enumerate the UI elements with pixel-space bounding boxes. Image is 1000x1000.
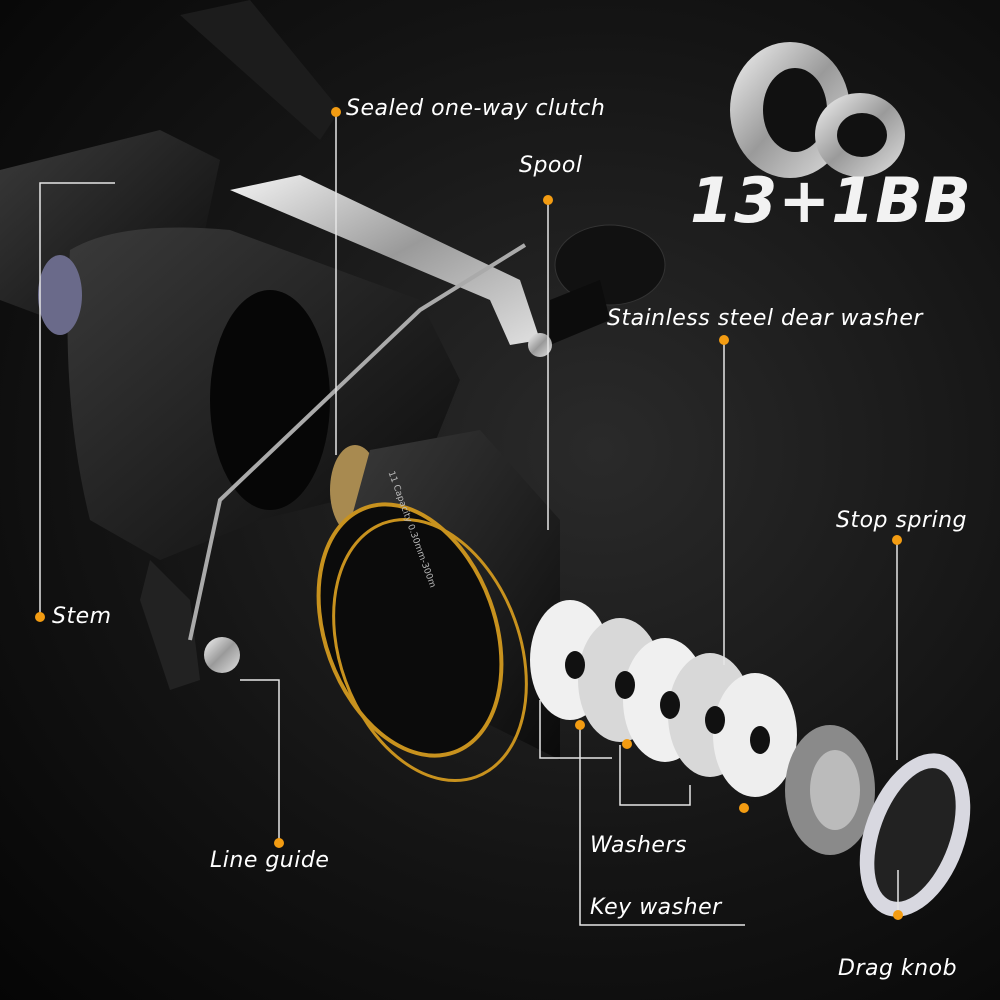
label-spool: Spool bbox=[519, 153, 583, 178]
label-dots bbox=[35, 107, 903, 920]
label-sealed-clutch: Sealed one-way clutch bbox=[346, 96, 606, 121]
washer-stack bbox=[530, 600, 797, 797]
spool-image bbox=[316, 430, 560, 783]
label-washers: Washers bbox=[590, 833, 687, 858]
label-drag-knob: Drag knob bbox=[838, 956, 958, 981]
label-key-washer: Key washer bbox=[590, 895, 722, 920]
drag-knob-image bbox=[859, 753, 971, 917]
label-line-guide: Line guide bbox=[210, 848, 330, 873]
bearing-image bbox=[730, 42, 905, 178]
label-stainless-washer: Stainless steel dear washer bbox=[607, 306, 923, 331]
stop-spring-image bbox=[785, 725, 875, 855]
bearing-count-badge: 13+1BB bbox=[690, 164, 972, 237]
leader-lines bbox=[39, 112, 899, 926]
label-stop-spring: Stop spring bbox=[836, 508, 968, 533]
label-stem: Stem bbox=[52, 604, 112, 629]
